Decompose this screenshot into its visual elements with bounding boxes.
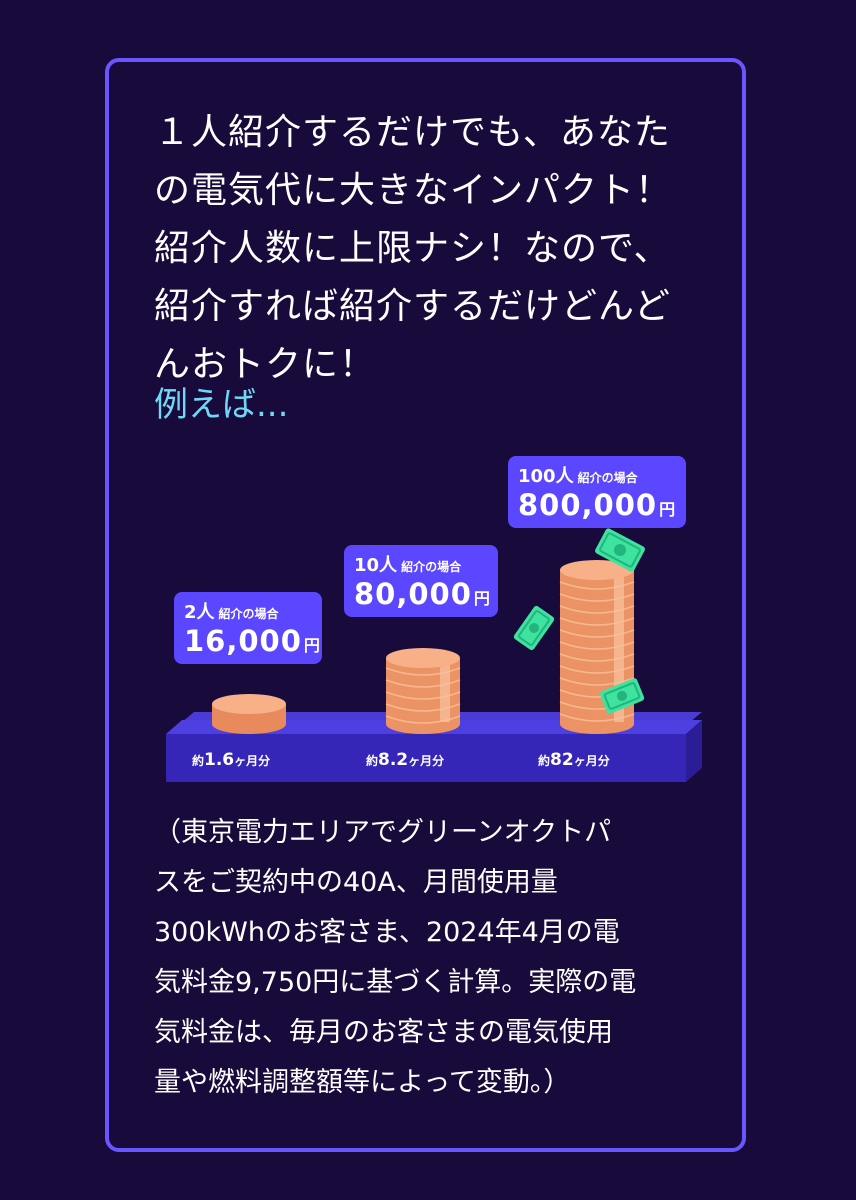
months-unit: ヶ月分 — [408, 754, 445, 768]
platform-side — [686, 720, 702, 782]
note-line: 気料金9,750円に基づく計算。実際の電 — [154, 967, 637, 998]
months-label-10: 約8.2ヶ月分 — [366, 750, 444, 770]
scenario-amount: 800,000 — [518, 488, 658, 522]
scenario-suffix: 紹介の場合 — [577, 471, 638, 485]
lead-line: 紹介人数に上限ナシ！なので、 — [154, 228, 671, 269]
note-line: 量や燃料調整額等によって変動。） — [154, 1067, 571, 1098]
lead-line: んおトクに！ — [154, 344, 377, 385]
bill-icon — [513, 605, 555, 651]
scenario-suffix: 紹介の場合 — [401, 560, 462, 574]
months-value: 1.6 — [204, 750, 235, 770]
months-label-2: 約1.6ヶ月分 — [192, 750, 270, 770]
months-unit: ヶ月分 — [573, 754, 610, 768]
scenario-suffix: 紹介の場合 — [218, 607, 279, 621]
bill-icon — [599, 678, 645, 714]
months-label-100: 約82ヶ月分 — [538, 750, 610, 770]
scenario-count: 10人 — [354, 555, 398, 576]
note-line: 気料金は、毎月のお客さまの電気使用 — [154, 1017, 613, 1048]
lead-line: の電気代に大きなインパクト！ — [154, 170, 673, 211]
lead-text: １人紹介するだけでも、あなた の電気代に大きなインパクト！ 紹介人数に上限ナシ！… — [154, 104, 714, 394]
months-value: 82 — [550, 750, 574, 770]
scenario-amount: 80,000 — [354, 577, 472, 611]
scenario-amount: 16,000 — [184, 624, 302, 658]
scenario-currency: 円 — [473, 589, 491, 608]
coin-illustration — [166, 528, 702, 782]
example-text: 例えば... — [154, 385, 289, 425]
months-value: 8.2 — [378, 750, 409, 770]
note-line: （東京電力エリアでグリーンオクトパ — [154, 817, 612, 848]
months-prefix: 約 — [192, 754, 205, 768]
note-line: 300kWhのお客さま、2024年4月の電 — [154, 917, 620, 948]
calculation-note: （東京電力エリアでグリーンオクトパ スをご契約中の40A、月間使用量 300kW… — [154, 808, 714, 1108]
bill-icon — [595, 528, 645, 572]
coin-stack-small — [212, 694, 286, 734]
scenario-currency: 円 — [303, 636, 321, 655]
platform-front — [166, 734, 686, 782]
months-unit: ヶ月分 — [234, 754, 271, 768]
lead-line: 紹介すれば紹介するだけどんど — [154, 286, 671, 327]
note-line: スをご契約中の40A、月間使用量 — [154, 867, 558, 898]
lead-line: １人紹介するだけでも、あなた — [154, 112, 671, 153]
coin-stack-medium — [385, 648, 461, 734]
scenario-count: 100人 — [518, 466, 574, 487]
months-prefix: 約 — [366, 754, 379, 768]
scenario-count: 2人 — [184, 602, 215, 623]
months-prefix: 約 — [538, 754, 551, 768]
scenario-currency: 円 — [659, 500, 677, 519]
